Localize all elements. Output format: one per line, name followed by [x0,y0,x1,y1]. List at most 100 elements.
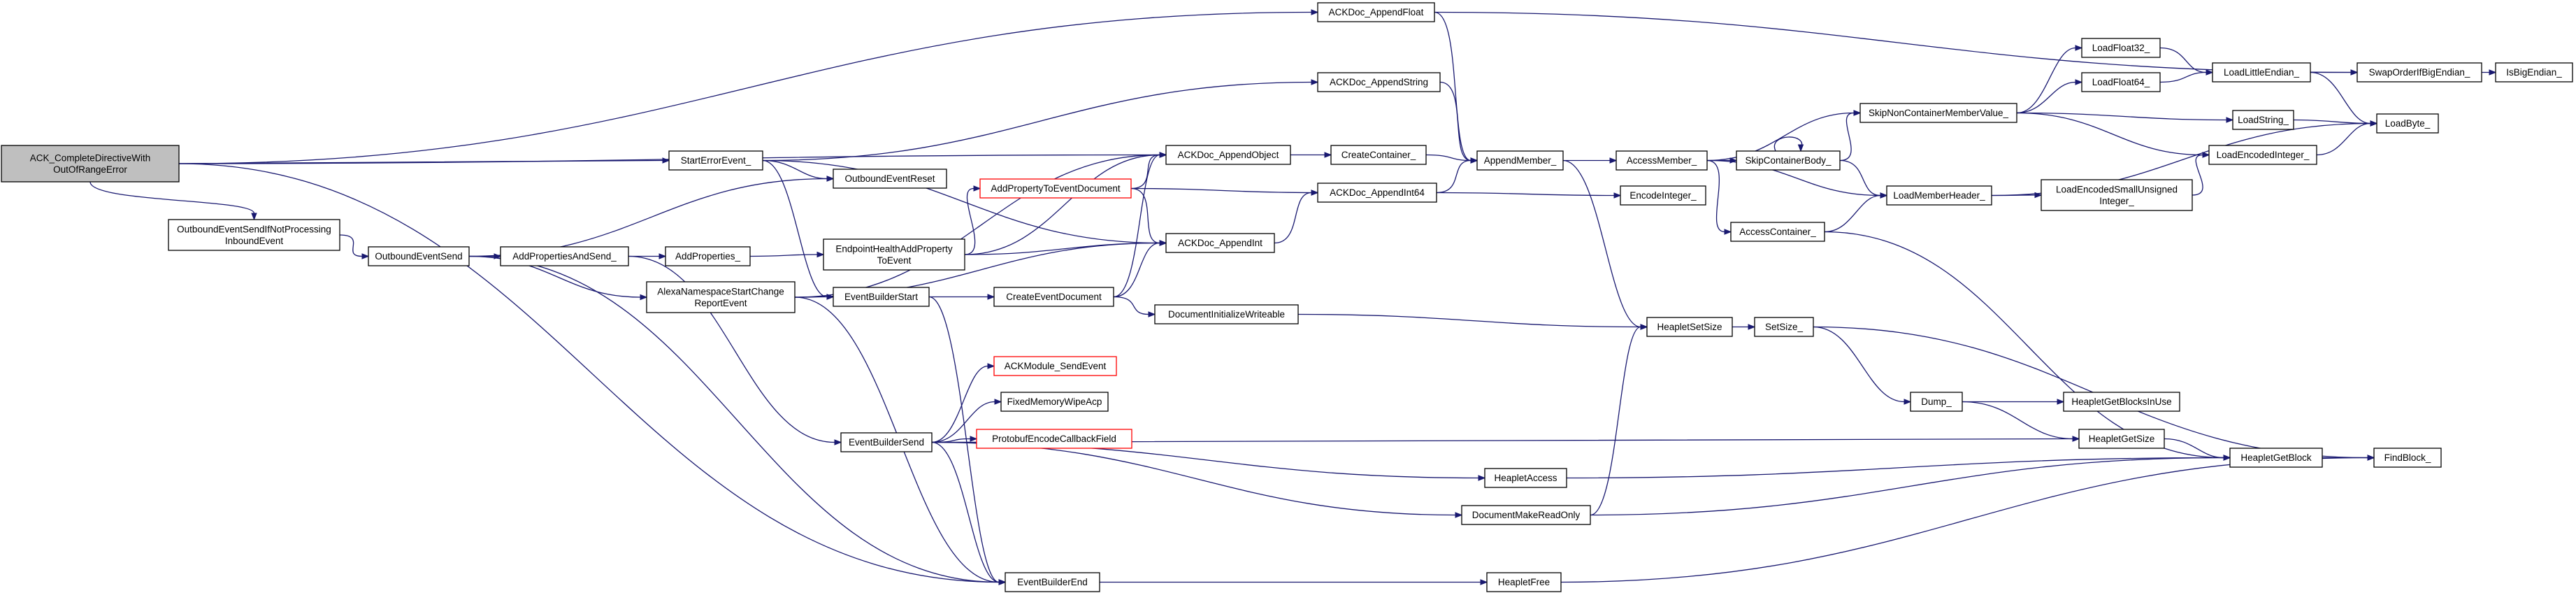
node-box [168,219,340,251]
node-label: AlexaNamespaceStartChange [657,286,784,296]
node-box [2208,145,2317,165]
function-node[interactable]: ACKDoc_AppendObject [1165,145,1291,165]
function-node[interactable]: ProtobufEncodeCallbackField [976,429,1132,449]
call-edge [2310,71,2371,124]
function-node[interactable]: LoadFloat32_ [2081,38,2161,58]
edge-arrowhead [1478,475,1486,481]
node-label: ACKDoc_AppendObject [1178,150,1279,160]
node-label: CreateEventDocument [1006,292,1102,302]
function-node[interactable]: AddPropertyToEventDocument [979,178,1132,199]
node-label: AccessContainer_ [1739,227,1816,237]
function-node[interactable]: LoadLittleEndian_ [2212,62,2311,83]
edge-arrowhead [1880,192,1888,199]
function-node[interactable]: FindBlock_ [2373,448,2442,468]
function-node[interactable]: HeapletAccess [1484,468,1567,488]
function-node[interactable]: EventBuilderEnd [1005,572,1100,592]
function-node[interactable]: LoadString_ [2232,110,2294,130]
node-box [1910,392,1963,412]
function-node[interactable]: SwapOrderIfBigEndian_ [2356,62,2482,83]
edge-arrowhead [1470,157,1478,164]
node-box [2081,38,2161,58]
edge-arrowhead [1480,579,1488,585]
edge-arrowhead [2202,152,2210,158]
call-edge [964,187,976,255]
function-node[interactable]: HeapletGetBlock [2229,448,2323,468]
function-node[interactable]: Dump_ [1910,392,1963,412]
function-node[interactable]: EncodeInteger_ [1620,185,1706,206]
function-node[interactable]: AddPropertiesAndSend_ [500,246,629,266]
node-box [1317,2,1435,22]
function-node[interactable]: IsBigEndian_ [2495,62,2573,83]
edge-arrowhead [1724,229,1732,235]
function-node[interactable]: CreateContainer_ [1330,145,1427,165]
function-node[interactable]: ACKDoc_AppendInt [1165,233,1275,253]
function-node[interactable]: LoadByte_ [2376,113,2439,134]
node-label: ProtobufEncodeCallbackField [992,434,1116,444]
function-node[interactable]: AppendMember_ [1476,150,1564,171]
node-label: FindBlock_ [2384,452,2431,463]
function-node[interactable]: HeapletFree [1486,572,1562,592]
function-node[interactable]: EventBuilderStart [833,287,930,307]
node-label: EncodeInteger_ [1629,190,1697,201]
call-edge [2164,438,2224,459]
function-node[interactable]: LoadMemberHeader_ [1886,185,1992,206]
node-label: InboundEvent [225,236,284,246]
node-label: OutboundEventReset [844,173,935,184]
node-label: ACKDoc_AppendString [1330,77,1428,87]
function-node[interactable]: AddProperties_ [665,246,751,266]
function-node[interactable]: StartErrorEvent_ [668,150,763,171]
function-node[interactable]: CreateEventDocument [993,287,1114,307]
node-box [976,429,1132,449]
edge-arrowhead [1609,157,1618,164]
node-box [668,150,763,171]
function-node[interactable]: LoadFloat64_ [2081,72,2161,92]
function-node[interactable]: SkipContainerBody_ [1736,150,1841,171]
function-node[interactable]: DocumentMakeReadOnly [1461,505,1591,525]
function-node[interactable]: ACKModule_SendEvent [993,356,1117,376]
function-node[interactable]: ACKDoc_AppendString [1317,72,1441,92]
node-label: LoadMemberHeader_ [1893,190,1985,201]
function-node[interactable]: HeapletGetBlocksInUse [2063,392,2180,412]
call-edge [2016,112,2227,121]
function-node[interactable]: AccessContainer_ [1730,222,1825,242]
function-node[interactable]: DocumentInitializeWriteable [1154,304,1299,324]
call-edge [931,441,1000,583]
edge-arrowhead [2072,436,2080,442]
function-node[interactable]: ACKDoc_AppendFloat [1317,2,1435,22]
function-node[interactable]: OutboundEventSend [368,246,470,266]
function-node[interactable]: SetSize_ [1754,317,1814,337]
function-node[interactable]: EventBuilderSend [840,432,933,452]
node-box [1754,317,1814,337]
node-box [2376,113,2439,134]
edge-arrowhead [640,294,648,301]
node-box [1330,145,1427,165]
call-edge [1130,187,1312,194]
node-label: EventBuilderEnd [1017,577,1088,587]
call-edge [1130,154,1160,190]
node-box [1484,468,1567,488]
call-edge [178,163,1000,583]
call-edge [1436,192,1615,197]
call-edge [1560,457,2368,583]
edge-arrowhead [826,176,835,182]
function-node[interactable]: LoadEncodedInteger_ [2208,145,2317,165]
graph-edges [89,9,2497,585]
function-node[interactable]: FixedMemoryWipeAcp [1000,392,1109,412]
function-node[interactable]: SkipNonContainerMemberValue_ [1859,103,2017,123]
function-node[interactable]: HeapletGetSize [2078,429,2165,449]
function-node[interactable]: HeapletSetSize [1646,317,1733,337]
function-node[interactable]: OutboundEventReset [833,169,947,189]
node-label: LoadString_ [2238,115,2289,125]
call-edge [1566,457,2224,479]
node-label: OutboundEventSend [375,251,462,262]
function-node[interactable]: OutboundEventSendIfNotProcessingInboundE… [168,219,340,251]
function-node[interactable]: ACKDoc_AppendInt64 [1317,183,1437,203]
function-node[interactable]: AccessMember_ [1616,150,1708,171]
node-label: ACKDoc_AppendInt64 [1330,187,1425,198]
node-box [1486,572,1562,592]
